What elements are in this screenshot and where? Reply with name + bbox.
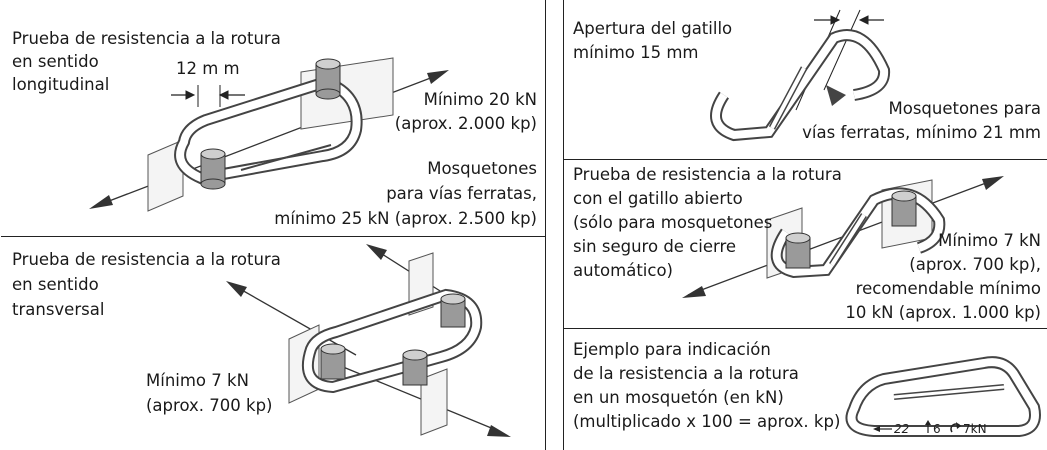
gap-dimension-arrows (795, 9, 884, 111)
strength-markings: 22 6 7kN (873, 420, 987, 436)
open-gate-test-illustration (682, 176, 1004, 298)
transversal-title-line3: transversal (12, 300, 105, 319)
marked-carabiner-illustration: 22 6 7kN (845, 356, 1041, 437)
test-pin-icon (320, 293, 466, 386)
gate-opening-illustration (710, 9, 891, 142)
arrow-left-icon (89, 195, 113, 209)
longitudinal-min-kp: (aprox. 2.000 kp) (394, 114, 537, 133)
transversal-title-line2: en sentido (12, 275, 99, 294)
minor-axis-arrow-icon (925, 420, 931, 425)
transversal-min-kn: Mínimo 7 kN (146, 371, 249, 390)
gate-opening-title-line1: Apertura del gatillo (573, 19, 733, 38)
open-gate-title-line4: sin seguro de cierre (573, 237, 737, 256)
major-axis-strength: 22 (894, 422, 909, 436)
open-gate-title-line2: con el gatillo abierto (573, 189, 743, 208)
longitudinal-ferrata-line1: Mosquetones (427, 159, 537, 178)
major-axis-arrow-icon (873, 426, 880, 432)
carabiner-icon (301, 288, 483, 394)
longitudinal-test-illustration (89, 57, 449, 212)
open-gate-title-line5: automático) (573, 261, 673, 280)
longitudinal-title-line2: en sentido (12, 52, 99, 71)
transversal-min-kp: (aprox. 700 kp) (146, 396, 273, 415)
arrow-down-right-icon (487, 425, 511, 437)
panel-longitudinal-test: Prueba de resistencia a la rotura en sen… (1, 0, 546, 237)
gap-label: 12 m m (176, 59, 240, 78)
transversal-test-illustration (226, 244, 511, 437)
longitudinal-ferrata-line3: mínimo 25 kN (aprox. 2.500 kp) (274, 209, 537, 228)
marking-title-line1: Ejemplo para indicación (573, 340, 771, 359)
load-axis-line (232, 284, 357, 356)
gate-opening-ferrata-line1: Mosquetones para (888, 99, 1041, 118)
minor-axis-strength: 6 (933, 422, 941, 436)
transversal-title-line1: Prueba de resistencia a la rotura (12, 250, 281, 269)
open-gate-min-line3: recomendable mínimo (855, 279, 1041, 298)
arrow-up-left-icon (226, 281, 247, 297)
carabiner-icon (845, 356, 1041, 437)
marking-title-line4: (multiplicado x 100 = aprox. kp) (573, 412, 841, 431)
marking-title-line2: de la resistencia a la rotura (573, 364, 799, 383)
carabiner-open-gate-icon (710, 29, 891, 142)
longitudinal-ferrata-line2: para vías ferratas, (386, 184, 537, 203)
longitudinal-min-kn: Mínimo 20 kN (423, 90, 537, 109)
longitudinal-title-line3: longitudinal (12, 75, 110, 94)
carabiner-icon (174, 75, 363, 185)
open-gate-title-line3: (sólo para mosquetones (573, 213, 773, 232)
open-gate-title-line1: Prueba de resistencia a la rotura (573, 165, 842, 184)
gate-nose-icon (826, 85, 846, 106)
test-pin-icon (785, 190, 917, 269)
gate-opening-ferrata-line2: vías ferratas, mínimo 21 mm (802, 123, 1041, 142)
arrow-up-left-icon (366, 244, 387, 260)
load-axis-line (687, 179, 995, 296)
open-gate-symbol-icon (956, 422, 961, 429)
arrow-right-icon (427, 70, 449, 84)
panel-gate-opening: Apertura del gatillo mínimo 15 mm Mosque… (563, 0, 1047, 160)
panel-open-gate-test: Prueba de resistencia a la rotura con el… (563, 160, 1047, 329)
marking-title-line3: en un mosquetón (en kN) (573, 388, 784, 407)
open-gate-min-line4: 10 kN (aprox. 1.000 kp) (845, 303, 1041, 322)
panel-transversal-test: Prueba de resistencia a la rotura en sen… (1, 237, 546, 450)
gate-opening-title-line2: mínimo 15 mm (573, 43, 699, 62)
test-pin-icon (200, 58, 341, 190)
arrow-right-icon (982, 176, 1004, 190)
panel-marking-example: 22 6 7kN Ejemplo para indicación de la r… (563, 329, 1047, 450)
arrow-left-icon (682, 286, 706, 298)
open-gate-min-line2: (aprox. 700 kp), (909, 255, 1041, 274)
longitudinal-title-line1: Prueba de resistencia a la rotura (12, 29, 281, 48)
gap-dimension-arrows (171, 85, 245, 107)
open-gate-min-line1: Mínimo 7 kN (938, 231, 1041, 250)
open-gate-strength: 7kN (963, 422, 987, 436)
